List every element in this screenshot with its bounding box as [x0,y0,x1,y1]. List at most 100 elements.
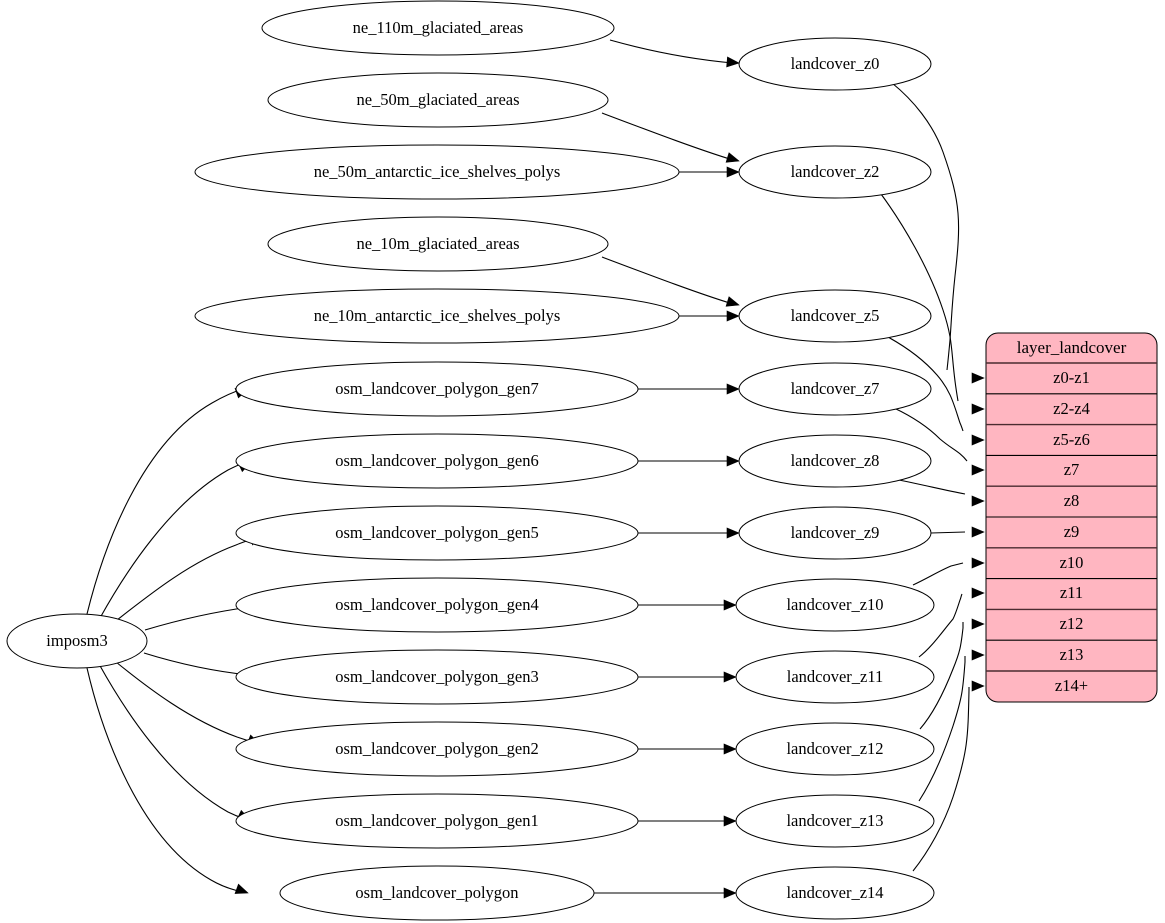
node-ne_10m_glaciated_areas[interactable]: ne_10m_glaciated_areas [267,216,609,272]
table-row-label-z0-z1[interactable]: z0-z1 [1053,368,1090,387]
edge-landcover_z0-to-layer_landcover_z0-z1 [891,82,960,371]
node-landcover_z8[interactable]: landcover_z8 [738,434,932,488]
edge-ne_10m_glaciated_areas-to-landcover_z5 [601,256,734,305]
node-ne_110m_glaciated_areas[interactable]: ne_110m_glaciated_areas [261,0,615,56]
node-shape [735,722,935,776]
table-row-label-z7[interactable]: z7 [1064,460,1080,479]
node-shape [235,505,639,561]
table-header-label: layer_landcover [1017,338,1127,357]
node-label: landcover_z5 [791,306,880,325]
node-landcover_z7[interactable]: landcover_z7 [738,362,932,416]
node-label: osm_landcover_polygon_gen7 [335,379,538,398]
arrowhead-landcover_z8 [726,455,740,467]
edge-landcover_z5-to-layer_landcover_z5-z6 [887,336,964,432]
edge-landcover_z7-to-layer_landcover_z7 [893,407,968,462]
node-shape [267,72,609,128]
node-landcover_z2[interactable]: landcover_z2 [738,145,932,199]
table-row-label-z2-z4[interactable]: z2-z4 [1053,399,1090,418]
node-landcover_z9[interactable]: landcover_z9 [738,506,932,560]
node-label: landcover_z8 [791,451,880,470]
arrowhead-table_z5-z6 [971,434,985,446]
node-label: ne_50m_glaciated_areas [356,90,519,109]
node-shape [738,145,932,199]
node-osm_landcover_polygon_gen1[interactable]: osm_landcover_polygon_gen1 [235,793,639,849]
node-landcover_z0[interactable]: landcover_z0 [738,37,932,91]
arrowhead-landcover_z9 [726,527,740,539]
node-shape [194,288,680,344]
edge-landcover_z2-to-layer_landcover_z2-z4 [880,193,959,402]
node-osm_landcover_polygon_gen5[interactable]: osm_landcover_polygon_gen5 [235,505,639,561]
node-shape [235,433,639,489]
node-label: landcover_z9 [791,523,880,542]
arrowhead-table_z0-z1 [971,372,985,384]
arrowhead-landcover_z7 [726,383,740,395]
node-landcover_z10[interactable]: landcover_z10 [735,578,935,632]
arrowhead-table_z10 [971,557,985,569]
node-landcover_z5[interactable]: landcover_z5 [738,289,932,343]
edge-landcover_z14-to-layer_landcover_z14+ [912,687,970,872]
node-shape [738,506,932,560]
edge-imposm3-to-osm_landcover_polygon_gen2 [115,661,256,744]
arrowhead-landcover_z13 [723,815,737,827]
table-row-label-z13[interactable]: z13 [1060,645,1084,664]
table-row-label-z9[interactable]: z9 [1064,522,1080,541]
edge-landcover_z10-to-layer_landcover_z10 [912,562,964,586]
table-row-label-z10[interactable]: z10 [1060,553,1084,572]
node-label: landcover_z7 [791,379,880,398]
node-osm_landcover_polygon_gen2[interactable]: osm_landcover_polygon_gen2 [235,721,639,777]
arrowhead-landcover_z14 [723,887,737,899]
node-label: ne_10m_antarctic_ice_shelves_polys [314,306,561,325]
table-row-label-z11[interactable]: z11 [1060,583,1083,602]
node-shape [6,613,148,669]
edge-imposm3-to-osm_landcover_polygon [86,667,244,893]
node-ne_50m_glaciated_areas[interactable]: ne_50m_glaciated_areas [267,72,609,128]
edge-imposm3-to-osm_landcover_polygon_gen6 [99,461,247,619]
table-row-label-z12[interactable]: z12 [1060,614,1084,633]
arrowhead-landcover_z2a [725,152,740,163]
node-shape [235,361,639,417]
node-shape [735,578,935,632]
node-landcover_z11[interactable]: landcover_z11 [735,650,935,704]
node-label: osm_landcover_polygon_gen4 [335,595,538,614]
arrowhead-landcover_z12 [723,743,737,755]
node-osm_landcover_polygon[interactable]: osm_landcover_polygon [279,865,595,921]
table-row-label-z14+[interactable]: z14+ [1055,676,1088,695]
node-imposm3[interactable]: imposm3 [6,613,148,669]
node-landcover_z12[interactable]: landcover_z12 [735,722,935,776]
node-label: osm_landcover_polygon_gen2 [335,739,538,758]
node-ne_10m_antarctic_ice_shelves_polys[interactable]: ne_10m_antarctic_ice_shelves_polys [194,288,680,344]
arrowhead-osm_poly [234,883,249,894]
arrowhead-landcover_z5b [726,310,740,322]
node-label: osm_landcover_polygon_gen3 [335,667,538,686]
edge-landcover_z12-to-layer_landcover_z12 [919,622,964,730]
edge-landcover_z11-to-layer_landcover_z11 [918,593,963,658]
node-osm_landcover_polygon_gen7[interactable]: osm_landcover_polygon_gen7 [235,361,639,417]
node-shape [235,721,639,777]
node-label: osm_landcover_polygon [355,883,518,902]
node-landcover_z14[interactable]: landcover_z14 [735,866,935,920]
layer-landcover-table[interactable]: layer_landcover z0-z1 z2-z4 z5-z6 z7 z8 z9 z10 z… [985,332,1158,703]
table-row-label-z5-z6[interactable]: z5-z6 [1053,430,1090,449]
edge-ne_50m_glaciated_areas-to-landcover_z2 [601,112,734,161]
arrowhead-table_z7 [971,464,985,476]
edge-landcover_z9-to-layer_landcover_z9 [930,531,966,534]
arrowhead-landcover_z10 [723,599,737,611]
arrowhead-table_z14+ [971,680,985,692]
node-shape [738,289,932,343]
table-row-label-z8[interactable]: z8 [1064,491,1080,510]
arrowhead-table_z8 [971,495,985,507]
node-label: landcover_z12 [786,739,883,758]
node-shape [738,362,932,416]
arrowhead-landcover_z5a [725,296,740,307]
node-osm_landcover_polygon_gen3[interactable]: osm_landcover_polygon_gen3 [235,649,639,705]
node-label: ne_50m_antarctic_ice_shelves_polys [314,162,561,181]
node-osm_landcover_polygon_gen6[interactable]: osm_landcover_polygon_gen6 [235,433,639,489]
node-shape [279,865,595,921]
edge-imposm3-to-osm_landcover_polygon_gen7 [86,388,244,615]
node-landcover_z13[interactable]: landcover_z13 [735,794,935,848]
node-ne_50m_antarctic_ice_shelves_polys[interactable]: ne_50m_antarctic_ice_shelves_polys [194,144,680,200]
node-shape [235,577,639,633]
node-label: imposm3 [46,631,107,650]
node-osm_landcover_polygon_gen4[interactable]: osm_landcover_polygon_gen4 [235,577,639,633]
